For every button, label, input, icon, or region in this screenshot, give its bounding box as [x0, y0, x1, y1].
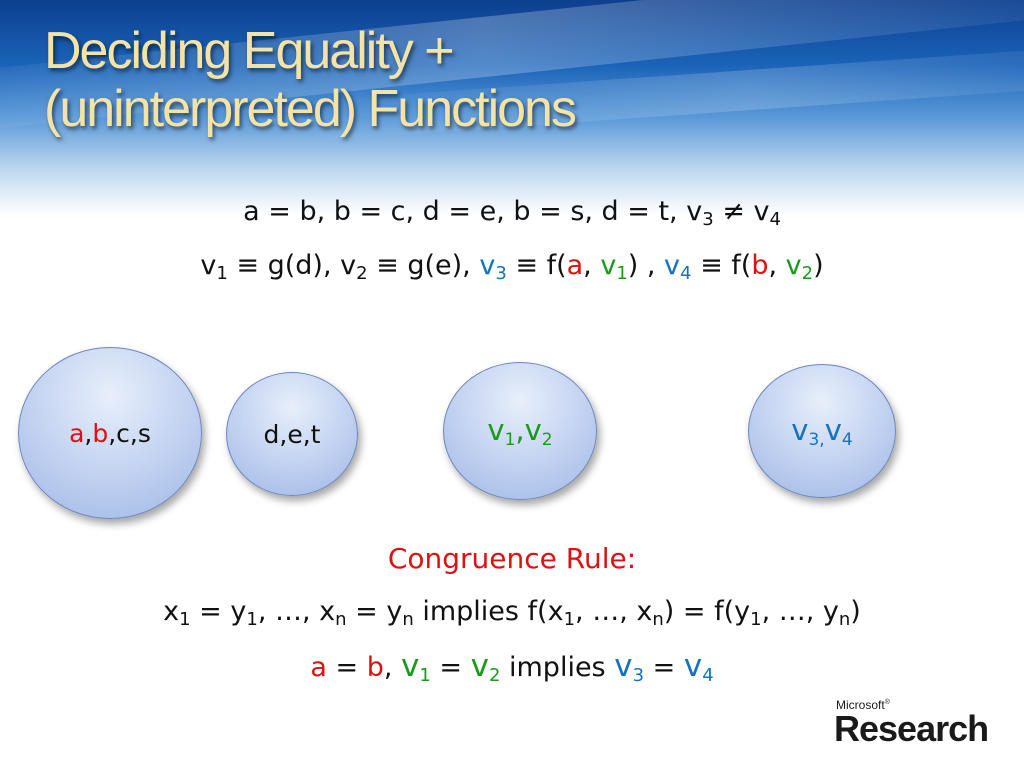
eq-var-v1: v1 [600, 250, 628, 284]
eq-var: v [200, 250, 217, 281]
eq-var-v4: v4 [664, 250, 692, 284]
class-members-rest: ,c,s [108, 418, 151, 448]
congruence-rule-general: x1 = y1, …, xn = yn implies f(x1, …, xn)… [163, 596, 861, 630]
rule-var-v1: v1 [401, 648, 431, 686]
class-member-b: b [92, 418, 109, 448]
eq-subscript: 3 [702, 209, 714, 230]
equivalence-class-det: d,e,t [226, 372, 358, 496]
title-line-1: Deciding Equality + [44, 22, 455, 80]
class-separator: , [84, 418, 93, 448]
rule-var-b: b [366, 652, 384, 683]
congruence-rule-title: Congruence Rule: [387, 542, 637, 575]
eq-text: , [768, 250, 786, 281]
rule-var-v3: v3 [614, 648, 645, 686]
rule-var-v2: v2 [470, 648, 501, 686]
logo-company: Microsoft® [836, 698, 890, 712]
eq-var-a: a [566, 250, 584, 281]
eq-subscript: 2 [356, 263, 368, 284]
eq-text: ≠ v [713, 196, 770, 227]
rule-var-v4: v4 [683, 648, 714, 686]
eq-text: a = b, b = c, d = e, b = s, d = t, v [243, 196, 703, 227]
equivalence-class-abcs: a,b,c,s [18, 347, 202, 519]
congruence-rule-instance: a = b, v1 = v2 implies v3 = v4 [310, 648, 714, 686]
eq-text: ≡ f( [506, 250, 567, 281]
header-background [0, 0, 1024, 215]
title-line-2: (uninterpreted) Functions [44, 80, 577, 138]
eq-var-v2: v2 [785, 250, 814, 284]
eq-text: ≡ g(e), [367, 250, 480, 281]
equivalence-class-v1v2: v1,v2 [443, 362, 597, 500]
eq-text: ≡ g(d), v [227, 250, 357, 281]
eq-var-v3: v3 [479, 250, 507, 284]
eq-subscript: 4 [769, 209, 781, 230]
rule-var-a: a [310, 652, 327, 683]
equivalence-class-v3v4: v3,v4 [748, 364, 896, 498]
class-member-a: a [69, 418, 85, 448]
eq-var-b: b [751, 250, 769, 281]
class-label: v1,v2 [487, 412, 553, 450]
microsoft-research-logo: Microsoft® Research [834, 698, 1004, 752]
equation-line-1: a = b, b = c, d = e, b = s, d = t, v3 ≠ … [0, 196, 1024, 230]
eq-text: ) , [627, 250, 665, 281]
class-label: v3,v4 [791, 412, 853, 450]
eq-text: ≡ f( [691, 250, 752, 281]
slide-title: Deciding Equality + (uninterpreted) Func… [44, 22, 984, 138]
eq-text: ) [813, 250, 824, 281]
eq-subscript: 1 [216, 263, 228, 284]
equation-line-2: v1 ≡ g(d), v2 ≡ g(e), v3 ≡ f(a, v1) , v4… [0, 250, 1024, 284]
eq-text: , [583, 250, 601, 281]
class-label: d,e,t [263, 419, 321, 449]
logo-division: Research [834, 708, 989, 749]
